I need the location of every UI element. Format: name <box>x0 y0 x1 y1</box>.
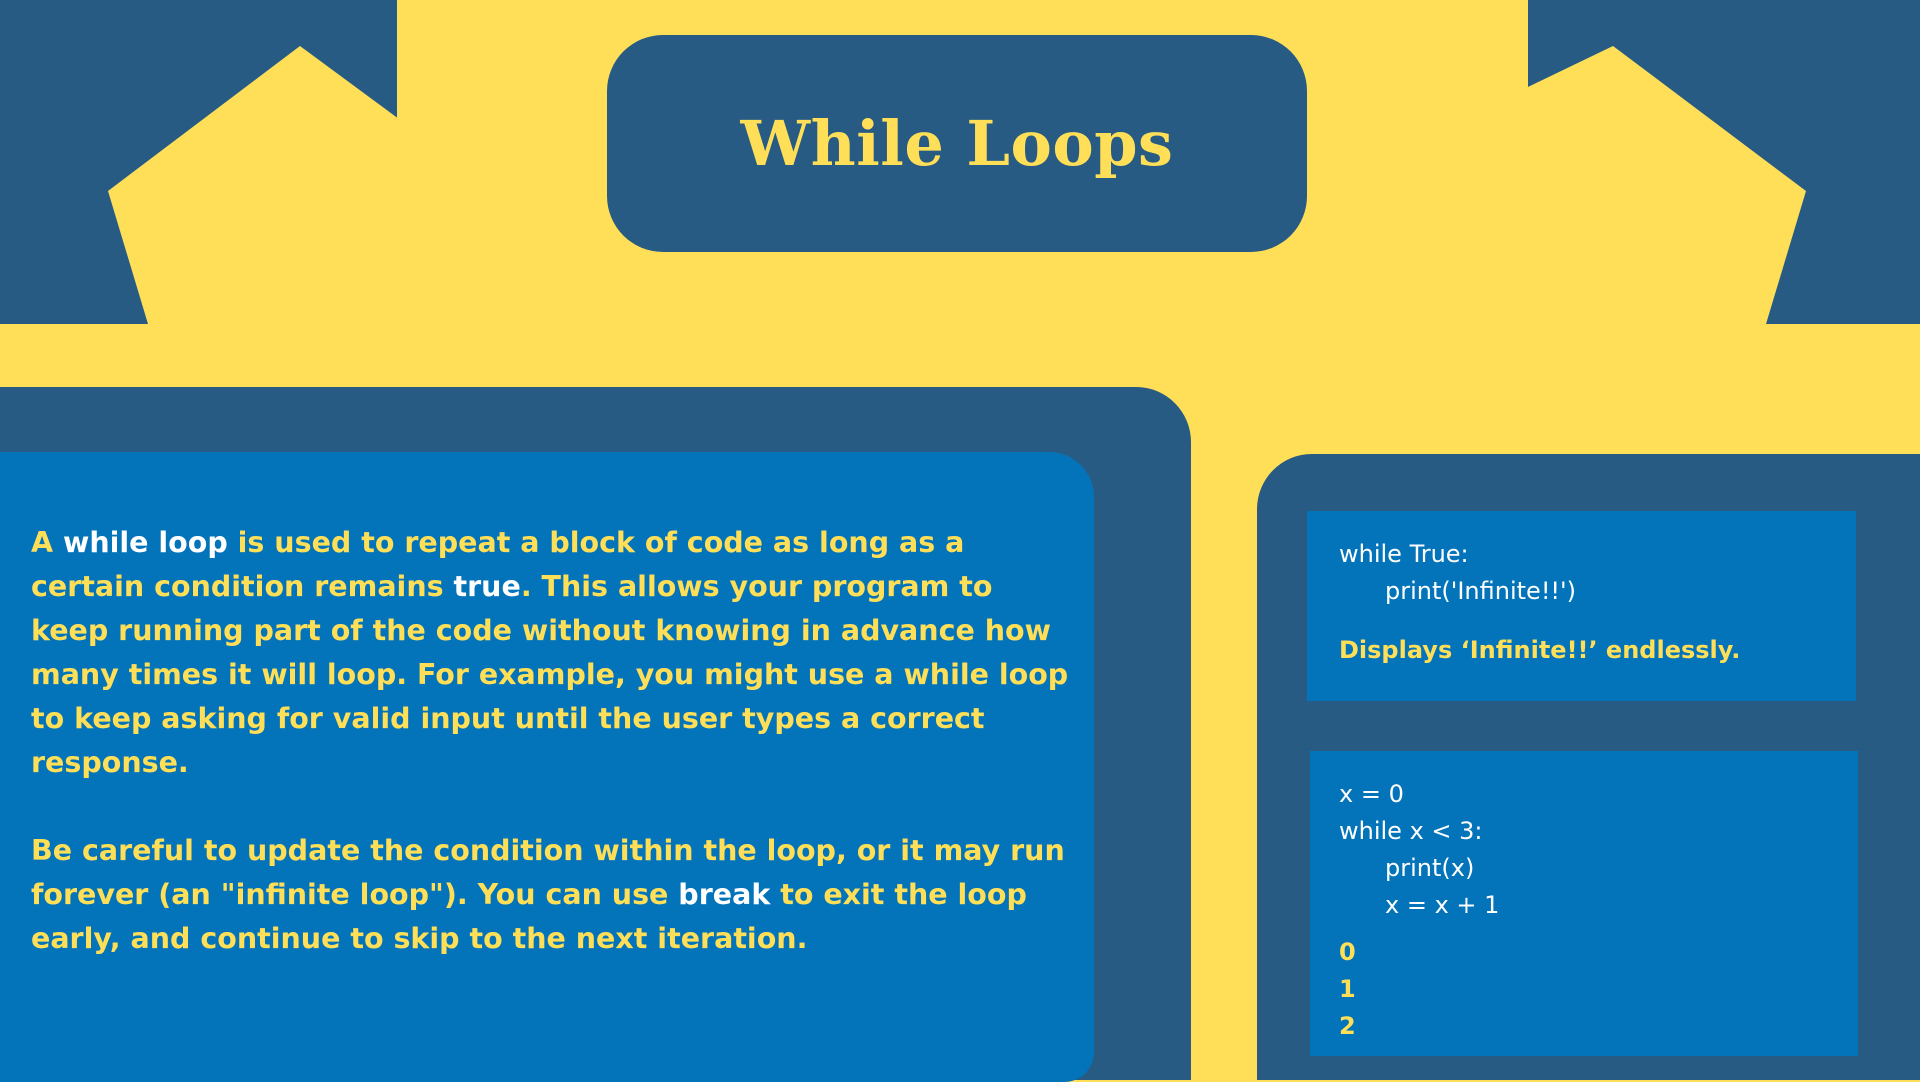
page-title: While Loops <box>740 107 1174 180</box>
title-box: While Loops <box>607 35 1307 252</box>
output-line: 0 <box>1339 938 1356 966</box>
keyword-break: break <box>678 878 771 911</box>
paragraph-intro: A while loop is used to repeat a block o… <box>31 526 1069 779</box>
code-line: x = 0 <box>1339 780 1404 808</box>
code-line: x = x + 1 <box>1385 891 1500 919</box>
keyword-while-loop: while loop <box>62 526 228 559</box>
left-house-shape <box>108 46 445 324</box>
output-line: 2 <box>1339 1012 1356 1040</box>
example-infinite-card: while True: print('Infinite!!') Displays… <box>1307 511 1856 701</box>
output-line: 1 <box>1339 975 1356 1003</box>
code-line: while x < 3: <box>1339 817 1483 845</box>
right-house-shape <box>1480 46 1806 324</box>
code-line: print(x) <box>1385 854 1475 882</box>
example-result: Displays ‘Infinite!!’ endlessly. <box>1339 636 1741 664</box>
keyword-true: true <box>453 570 521 603</box>
code-line: while True: <box>1339 540 1469 568</box>
code-line: print('Infinite!!') <box>1385 577 1577 605</box>
example-counter-card: x = 0 while x < 3: print(x) x = x + 1 0 … <box>1310 751 1858 1056</box>
explanation-text: A while loop is used to repeat a block o… <box>31 521 1071 961</box>
example-output: 0 1 2 <box>1339 934 1829 1045</box>
paragraph-warning: Be careful to update the condition withi… <box>31 834 1065 955</box>
left-panel <box>0 452 1094 1082</box>
